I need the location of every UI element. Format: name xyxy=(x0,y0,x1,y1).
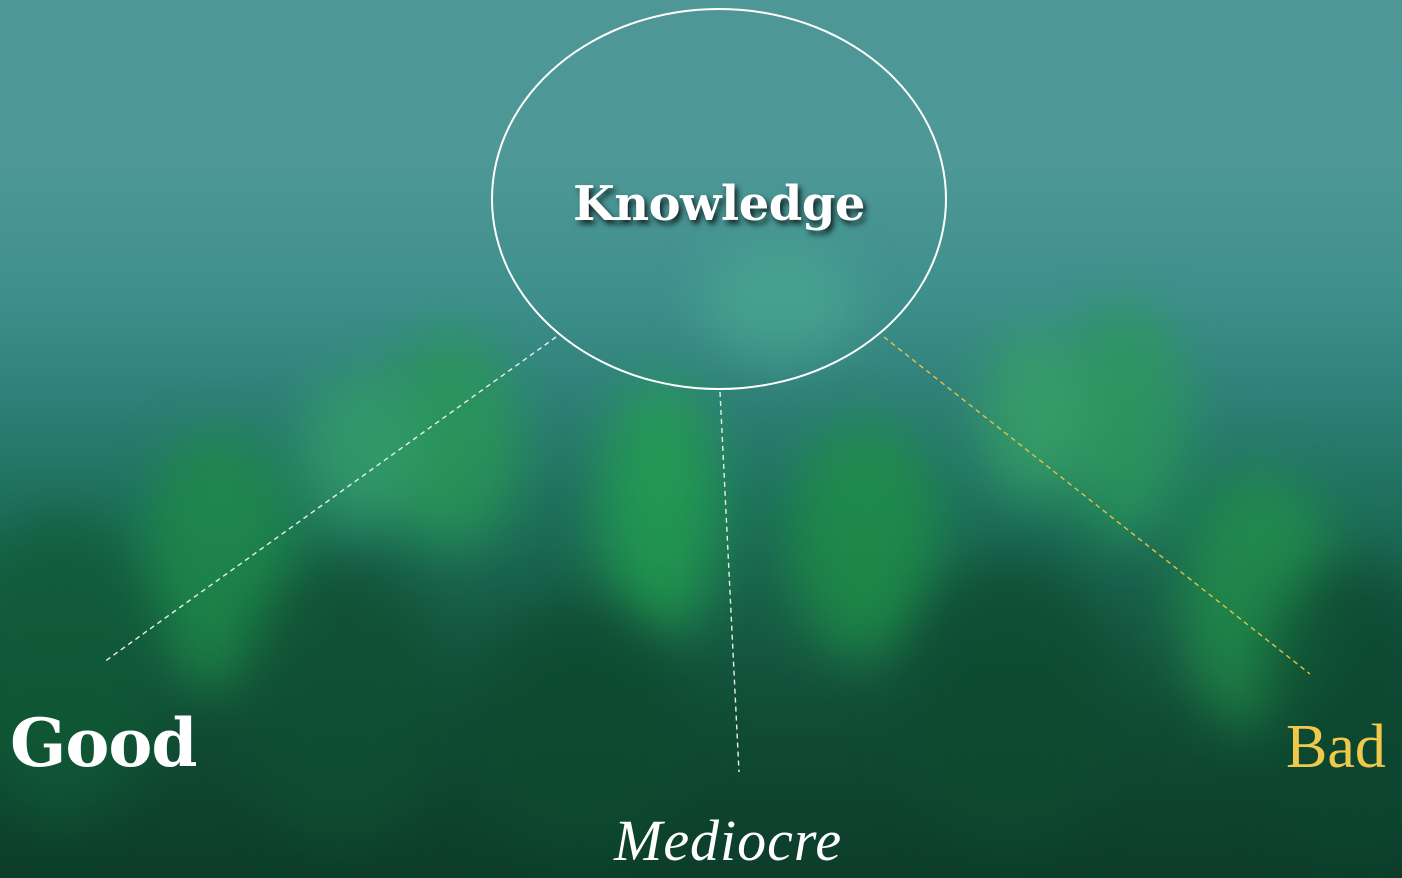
branch-mediocre-label: Mediocre xyxy=(614,808,843,873)
connector-good xyxy=(103,336,557,663)
knowledge-label: Knowledge xyxy=(573,176,865,232)
knowledge-node: Knowledge xyxy=(491,8,947,390)
connector-mediocre xyxy=(719,391,740,773)
connector-bad xyxy=(883,336,1311,675)
branch-bad-label: Bad xyxy=(1286,713,1386,781)
branch-good-label: Good xyxy=(10,704,198,782)
